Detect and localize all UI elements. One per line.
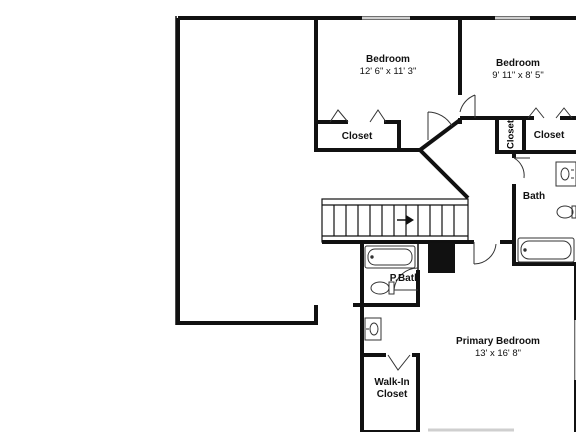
door-primary-icon: [473, 242, 497, 265]
pbath-sink: [364, 317, 382, 341]
stair-arrow-icon: [406, 215, 414, 225]
stairs: [321, 198, 469, 243]
pbath-tub: [364, 245, 416, 269]
hall-angle-wall-2: [418, 148, 470, 200]
closet-left-wall: [316, 120, 401, 150]
pbath-wall: [360, 242, 420, 432]
door-bedroom-right-icon: [459, 94, 476, 118]
room-dims: 9' 11" x 8' 5": [492, 70, 544, 81]
door-closet-right-icon: [527, 107, 573, 119]
bath-toilet: [556, 205, 574, 219]
room-bath: Bath: [522, 191, 546, 202]
room-name-line1: Walk-In: [374, 377, 410, 388]
room-name-line2: Closet: [376, 389, 408, 400]
bath-sink: [555, 161, 576, 187]
room-dims: 12' 6" x 11' 3": [359, 66, 417, 77]
room-walkin-closet: Walk-In Closet: [364, 377, 420, 401]
bath-wall: [512, 152, 576, 266]
bath-tub: [517, 237, 575, 263]
room-pbath: P.Bath: [389, 273, 421, 284]
thin-walls: [175, 16, 419, 325]
hall-angle-wall: [418, 118, 462, 152]
pbath-tub-inner: [367, 248, 413, 266]
door-walkin-icon: [387, 354, 411, 371]
windows: [362, 16, 576, 432]
room-primary-bedroom: Primary Bedroom 13' x 16' 8": [420, 336, 576, 360]
bedroom-right-bottom: [460, 116, 576, 154]
walkin-wall: [362, 353, 420, 432]
door-pbath-icon: [393, 267, 419, 291]
room-bedroom-left: Bedroom 12' 6" x 11' 3": [316, 54, 460, 78]
stair-treads: [333, 205, 455, 236]
room-name: Bedroom: [366, 54, 410, 65]
chase-block: [428, 243, 455, 273]
room-dims: 13' x 16' 8": [474, 348, 522, 359]
room-name: Bedroom: [496, 58, 540, 69]
door-bedroom-left-icon: [427, 111, 453, 140]
door-closet-left-icon: [329, 109, 387, 123]
room-bedroom-right: Bedroom 9' 11" x 8' 5": [460, 58, 576, 82]
walls: [176, 16, 576, 432]
room-closet-right: Closet: [533, 130, 565, 141]
door-bath-icon: [513, 157, 530, 179]
room-closet-left: Closet: [341, 131, 373, 142]
fixtures: [364, 161, 576, 341]
doors: [329, 94, 573, 371]
room-name: Primary Bedroom: [456, 336, 540, 347]
room-closet-small: Closet: [505, 119, 517, 150]
stair-box: [321, 198, 469, 243]
